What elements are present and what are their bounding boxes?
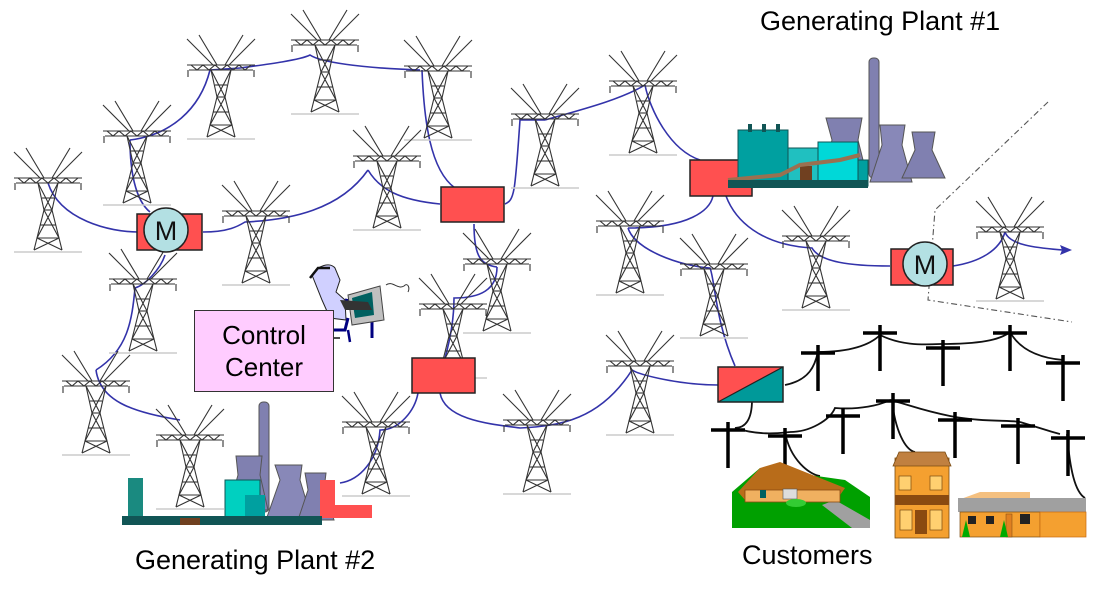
- meter-label: M: [914, 250, 937, 280]
- transmission-tower-icon: [781, 205, 851, 311]
- transmission-tower-icon: [502, 389, 572, 495]
- operator-at-computer-icon: [309, 264, 410, 343]
- meter-icon: M: [890, 241, 954, 287]
- control-center-label-line2: Center: [224, 352, 304, 382]
- utility-pole-icon: [999, 416, 1037, 466]
- transmission-tower-icon: [605, 330, 675, 436]
- transmission-tower-icon: [462, 228, 532, 334]
- house-icon: [892, 451, 952, 539]
- utility-pole-icon: [709, 420, 747, 470]
- utility-pole-icon: [861, 323, 899, 373]
- transmission-tower-icon: [403, 35, 473, 141]
- utility-pole-icon: [1044, 353, 1082, 403]
- power-plant-icon: [122, 401, 372, 525]
- transmission-tower-icon: [510, 83, 580, 189]
- service-area-boundary: [927, 101, 1073, 323]
- utility-pole-icon: [874, 391, 912, 441]
- utility-pole-icon: [799, 343, 837, 393]
- transmission-tower-icon: [341, 391, 411, 497]
- utility-pole-icon: [936, 410, 974, 460]
- generating-plant-2-label: Generating Plant #2: [135, 545, 376, 575]
- distribution-transformer: [717, 366, 784, 403]
- transmission-tower-icon: [290, 9, 360, 115]
- transmission-tower-icon: [13, 147, 83, 253]
- meter-label: M: [155, 216, 178, 246]
- transmission-tower-icon: [186, 34, 256, 140]
- substation: [411, 357, 476, 394]
- utility-pole-icon: [824, 406, 862, 456]
- transmission-tower-icon: [108, 248, 178, 354]
- transmission-tower-icon: [595, 190, 665, 296]
- transmission-tower-icon: [975, 196, 1045, 302]
- utility-pole-icon: [991, 323, 1029, 373]
- transmission-tower-icon: [102, 100, 172, 206]
- transmission-tower-icon: [221, 180, 291, 286]
- transmission-tower-icon: [155, 404, 225, 510]
- meter-icon: M: [136, 207, 203, 253]
- substation: [440, 186, 505, 223]
- utility-pole-icon: [1049, 428, 1087, 478]
- house-icon: [732, 462, 870, 528]
- utility-pole-icon: [924, 338, 962, 388]
- arrow-right-icon: [1060, 245, 1072, 255]
- control-center-box: Control Center: [194, 310, 334, 392]
- transmission-towers: [13, 9, 1045, 510]
- house-icon: [958, 492, 1087, 538]
- generating-plant-1-label: Generating Plant #1: [760, 6, 1001, 36]
- power-plant-icon: [727, 57, 946, 188]
- customers-label: Customers: [742, 540, 873, 570]
- control-center-label-line1: Control: [222, 320, 306, 350]
- transmission-tower-icon: [608, 50, 678, 156]
- transmission-tower-icon: [352, 125, 422, 231]
